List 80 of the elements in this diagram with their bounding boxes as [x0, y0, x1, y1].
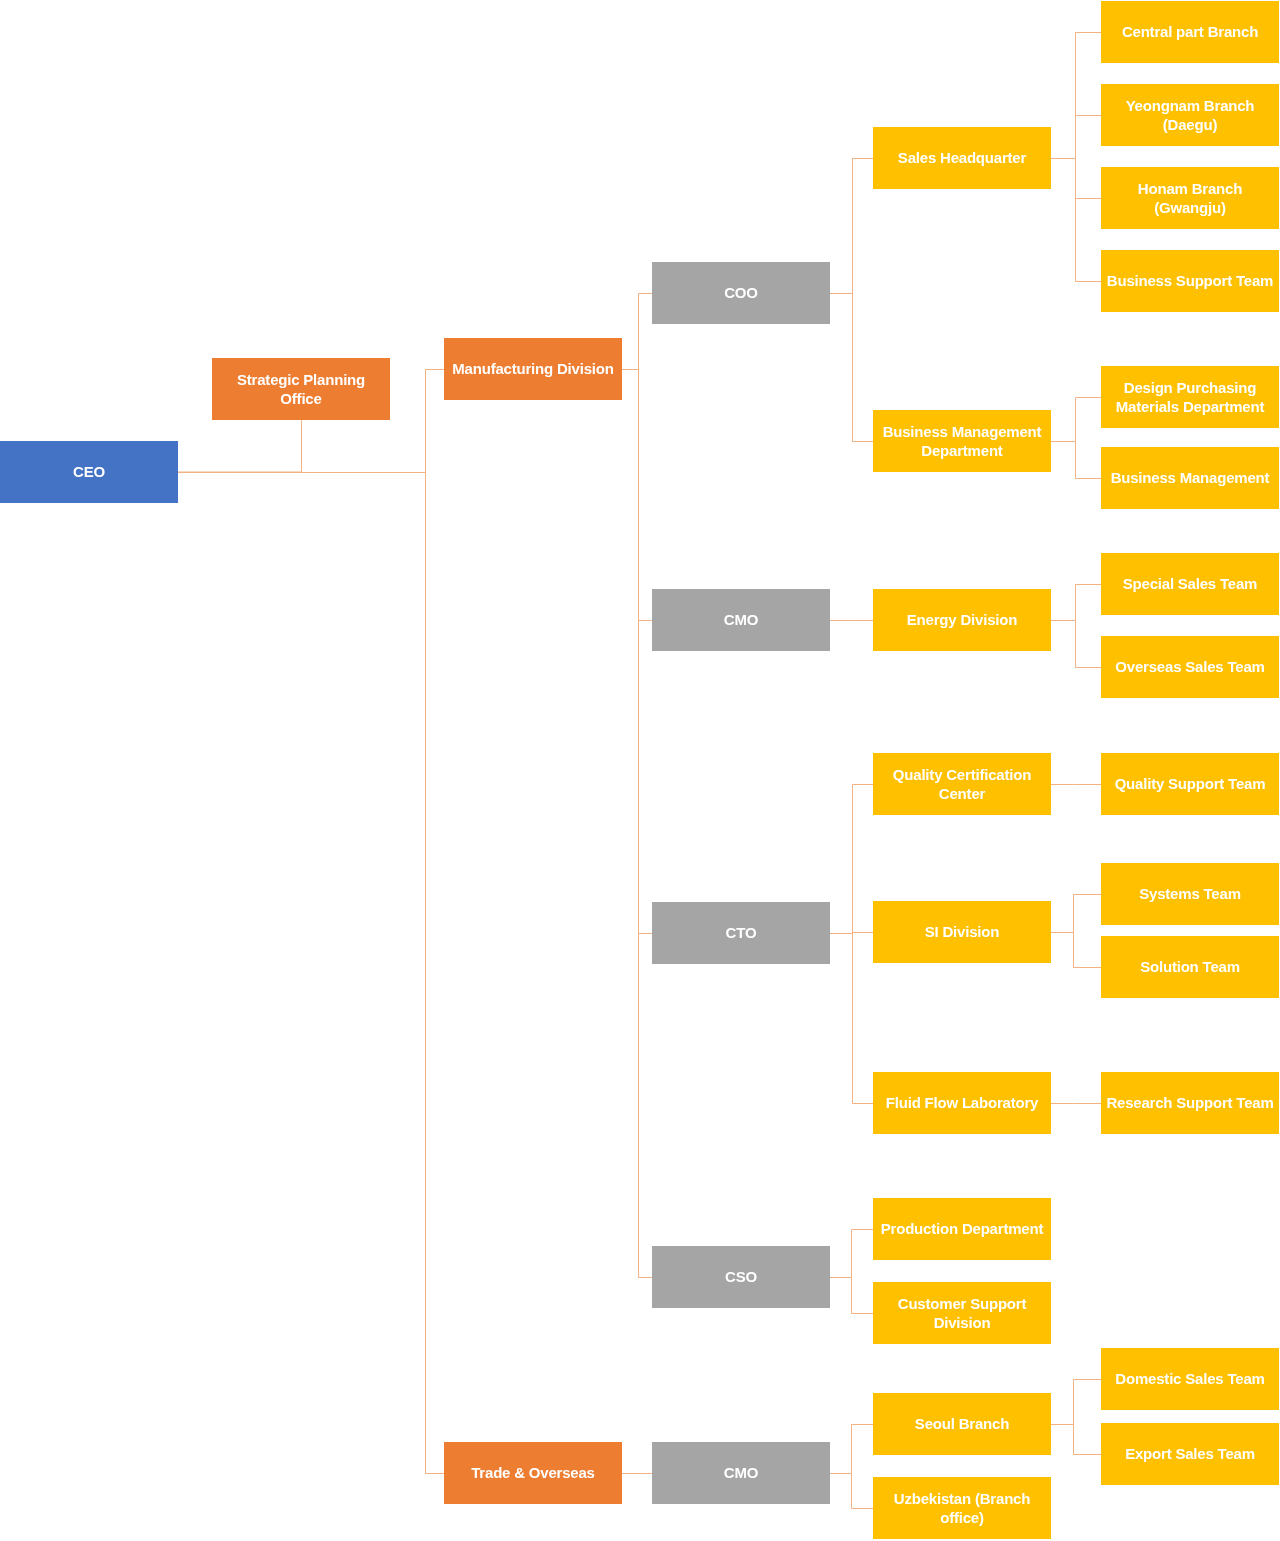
- box-label: Seoul Branch: [914, 1414, 1010, 1434]
- division-box: [212, 358, 390, 420]
- department-box: [1101, 1072, 1279, 1134]
- department-box: [873, 127, 1051, 189]
- connector-line: [829, 620, 874, 621]
- connector-line: [1050, 1424, 1102, 1455]
- box-label: Design Purchasing Materials Department: [1114, 377, 1266, 417]
- box-label: Quality Certification Center: [891, 764, 1033, 804]
- division-box: [444, 338, 622, 400]
- box-label: Uzbekistan (Branch office): [892, 1488, 1032, 1528]
- officer-box: [652, 1442, 830, 1504]
- box-label: Research Support Team: [1106, 1093, 1274, 1113]
- officer-box: [652, 262, 830, 324]
- connector-line: [829, 293, 874, 442]
- box-label: CMO: [723, 1463, 759, 1483]
- box-label: Domestic Sales Team: [1115, 1369, 1265, 1389]
- connector-line: [1050, 784, 1102, 785]
- department-box: [873, 753, 1051, 815]
- connector-line: [829, 933, 874, 1104]
- box-label: CTO: [725, 923, 757, 943]
- department-box: [1101, 753, 1279, 815]
- box-label: Customer Support Division: [896, 1293, 1028, 1333]
- box-label: Export Sales Team: [1125, 1444, 1255, 1464]
- department-box: [1101, 936, 1279, 998]
- box-label: Sales Headquarter: [897, 148, 1027, 168]
- box-label: Central part Branch: [1121, 22, 1259, 42]
- box-label: Overseas Sales Team: [1115, 657, 1265, 677]
- connector-line: [1050, 441, 1102, 479]
- department-box: [1101, 447, 1279, 509]
- box-label: Manufacturing Division: [452, 359, 614, 379]
- box-label: Fluid Flow Laboratory: [885, 1093, 1039, 1113]
- box-label: Production Department: [880, 1219, 1044, 1239]
- officer-box: [652, 589, 830, 651]
- box-label: Special Sales Team: [1122, 574, 1258, 594]
- department-box: [1101, 863, 1279, 925]
- box-label: Business Support Team: [1106, 271, 1274, 291]
- department-box: [873, 1198, 1051, 1260]
- department-box: [1101, 250, 1279, 312]
- box-label: Yeongnam Branch (Daegu): [1124, 95, 1256, 135]
- department-box: [873, 901, 1051, 963]
- connector-line: [829, 1473, 874, 1509]
- connector-line: [829, 1277, 874, 1314]
- department-box: [873, 1282, 1051, 1344]
- executive-box: [0, 441, 178, 503]
- department-box: [873, 589, 1051, 651]
- box-label: Business Management: [1110, 468, 1270, 488]
- division-box: [444, 1442, 622, 1504]
- box-label: Business Management Department: [881, 421, 1043, 461]
- department-box: [1101, 636, 1279, 698]
- box-label: Solution Team: [1140, 957, 1240, 977]
- department-box: [1101, 366, 1279, 428]
- department-box: [1101, 1348, 1279, 1410]
- department-box: [873, 1393, 1051, 1455]
- department-box: [873, 1072, 1051, 1134]
- box-label: CMO: [723, 610, 759, 630]
- department-box: [873, 410, 1051, 472]
- box-label: Honam Branch (Gwangju): [1136, 178, 1244, 218]
- box-label: CEO: [73, 462, 105, 482]
- box-label: Energy Division: [906, 610, 1018, 630]
- connector-line: [1050, 158, 1102, 282]
- connector-line: [1050, 620, 1102, 668]
- officer-box: [652, 902, 830, 964]
- box-label: Trade & Overseas: [471, 1463, 595, 1483]
- connector-line: [621, 1473, 653, 1474]
- department-box: [1101, 84, 1279, 146]
- box-label: Quality Support Team: [1114, 774, 1266, 794]
- connector-line: [1050, 932, 1102, 968]
- department-box: [1101, 1423, 1279, 1485]
- box-label: Systems Team: [1139, 884, 1241, 904]
- officer-box: [652, 1246, 830, 1308]
- box-label: CSO: [725, 1267, 757, 1287]
- department-box: [1101, 553, 1279, 615]
- department-box: [1101, 167, 1279, 229]
- box-label: COO: [724, 283, 758, 303]
- connector-line: [1050, 1103, 1102, 1104]
- department-box: [873, 1477, 1051, 1539]
- box-label: SI Division: [924, 922, 1000, 942]
- department-box: [1101, 1, 1279, 63]
- box-label: Strategic Planning Office: [235, 369, 367, 409]
- connector-line: [177, 419, 302, 473]
